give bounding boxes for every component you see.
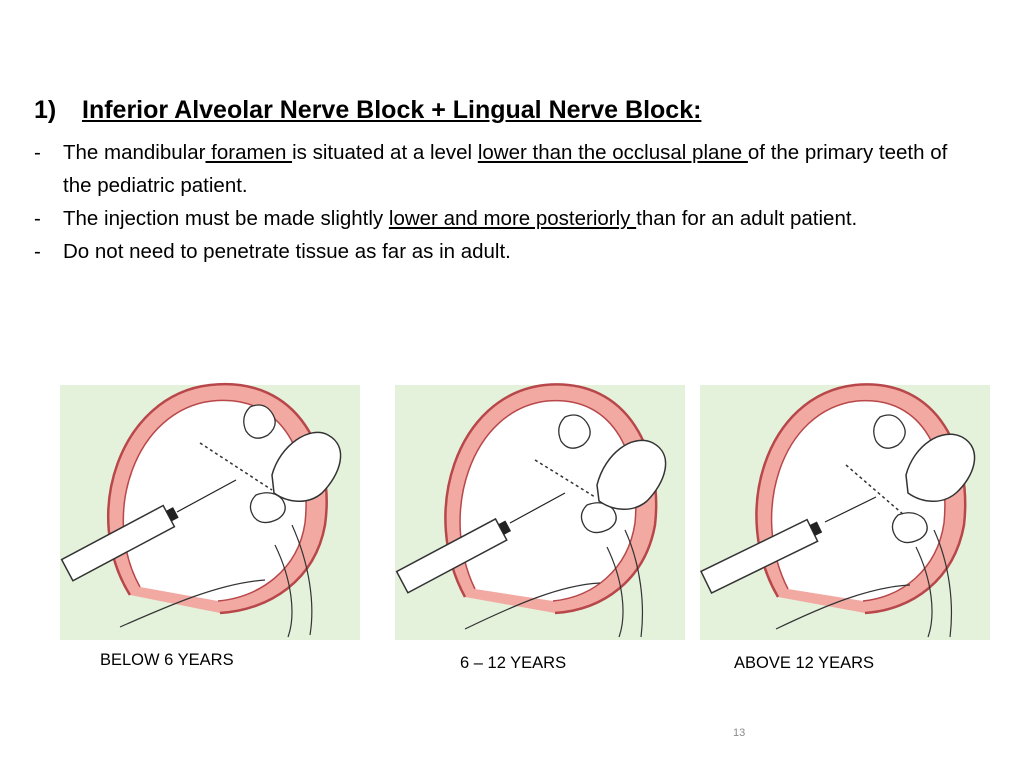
tongue-line xyxy=(291,524,313,636)
tongue-line xyxy=(606,546,624,638)
bullet-text-underlined: lower and more posteriorly xyxy=(388,207,637,230)
heading-title: Inferior Alveolar Nerve Block + Lingual … xyxy=(82,96,702,124)
bullet-text: is situated at a level xyxy=(292,141,478,164)
finger xyxy=(905,433,976,502)
finger xyxy=(596,439,667,510)
bullet-text: The injection must be made slightly xyxy=(63,207,389,230)
tooth xyxy=(558,414,591,449)
tooth xyxy=(243,404,276,439)
tooth xyxy=(891,512,928,544)
bullet-text: Do not need to penetrate tissue as far a… xyxy=(63,240,511,263)
tongue-line xyxy=(274,544,293,638)
bullet-marker: - xyxy=(34,240,41,263)
finger xyxy=(271,431,342,502)
caption-above-12-years: ABOVE 12 YEARS xyxy=(734,654,875,672)
slide-heading: 1) Inferior Alveolar Nerve Block + Lingua… xyxy=(34,96,701,125)
mouth-injection-illustration xyxy=(700,383,990,640)
needle xyxy=(824,496,877,523)
tongue-line xyxy=(915,546,933,638)
chin-line xyxy=(775,584,911,630)
bullet-text-underlined: lower than the occlusal plane xyxy=(477,141,748,164)
bullet-text: The mandibular xyxy=(63,141,206,164)
tongue-line xyxy=(933,529,953,638)
bullet-text: of the primary teeth of the pediatric pa… xyxy=(63,141,948,197)
heading-number: 1) xyxy=(34,96,57,124)
tooth xyxy=(873,414,906,449)
illustration-6-12-years xyxy=(395,365,685,640)
syringe xyxy=(60,504,179,582)
injection-path xyxy=(199,442,273,491)
illustration-below-6-years xyxy=(60,365,360,640)
page-number: 13 xyxy=(733,727,746,739)
caption-below-6-years: BELOW 6 YEARS xyxy=(100,651,234,669)
injection-path xyxy=(845,464,905,516)
bullet-marker: - xyxy=(34,207,41,230)
chin-line xyxy=(464,582,601,630)
tongue-line xyxy=(624,529,644,638)
bullet-item: - The mandibular foramen is situated at … xyxy=(34,136,974,202)
bullet-text: than for an adult patient. xyxy=(636,207,858,230)
needle xyxy=(176,479,237,513)
mouth-injection-illustration xyxy=(395,383,685,640)
mouth-injection-illustration xyxy=(60,382,360,640)
chin-line xyxy=(119,579,266,628)
syringe xyxy=(395,517,512,594)
caption-6-12-years: 6 – 12 YEARS xyxy=(460,654,567,672)
bullet-marker: - xyxy=(34,141,41,164)
syringe xyxy=(700,518,823,594)
bullet-text-underlined: foramen xyxy=(205,141,293,164)
bullet-list: - The mandibular foramen is situated at … xyxy=(34,136,974,268)
needle xyxy=(509,492,566,524)
illustration-above-12-years xyxy=(700,365,990,640)
bullet-item: - The injection must be made slightly lo… xyxy=(34,202,974,235)
bullet-item: - Do not need to penetrate tissue as far… xyxy=(34,235,974,268)
